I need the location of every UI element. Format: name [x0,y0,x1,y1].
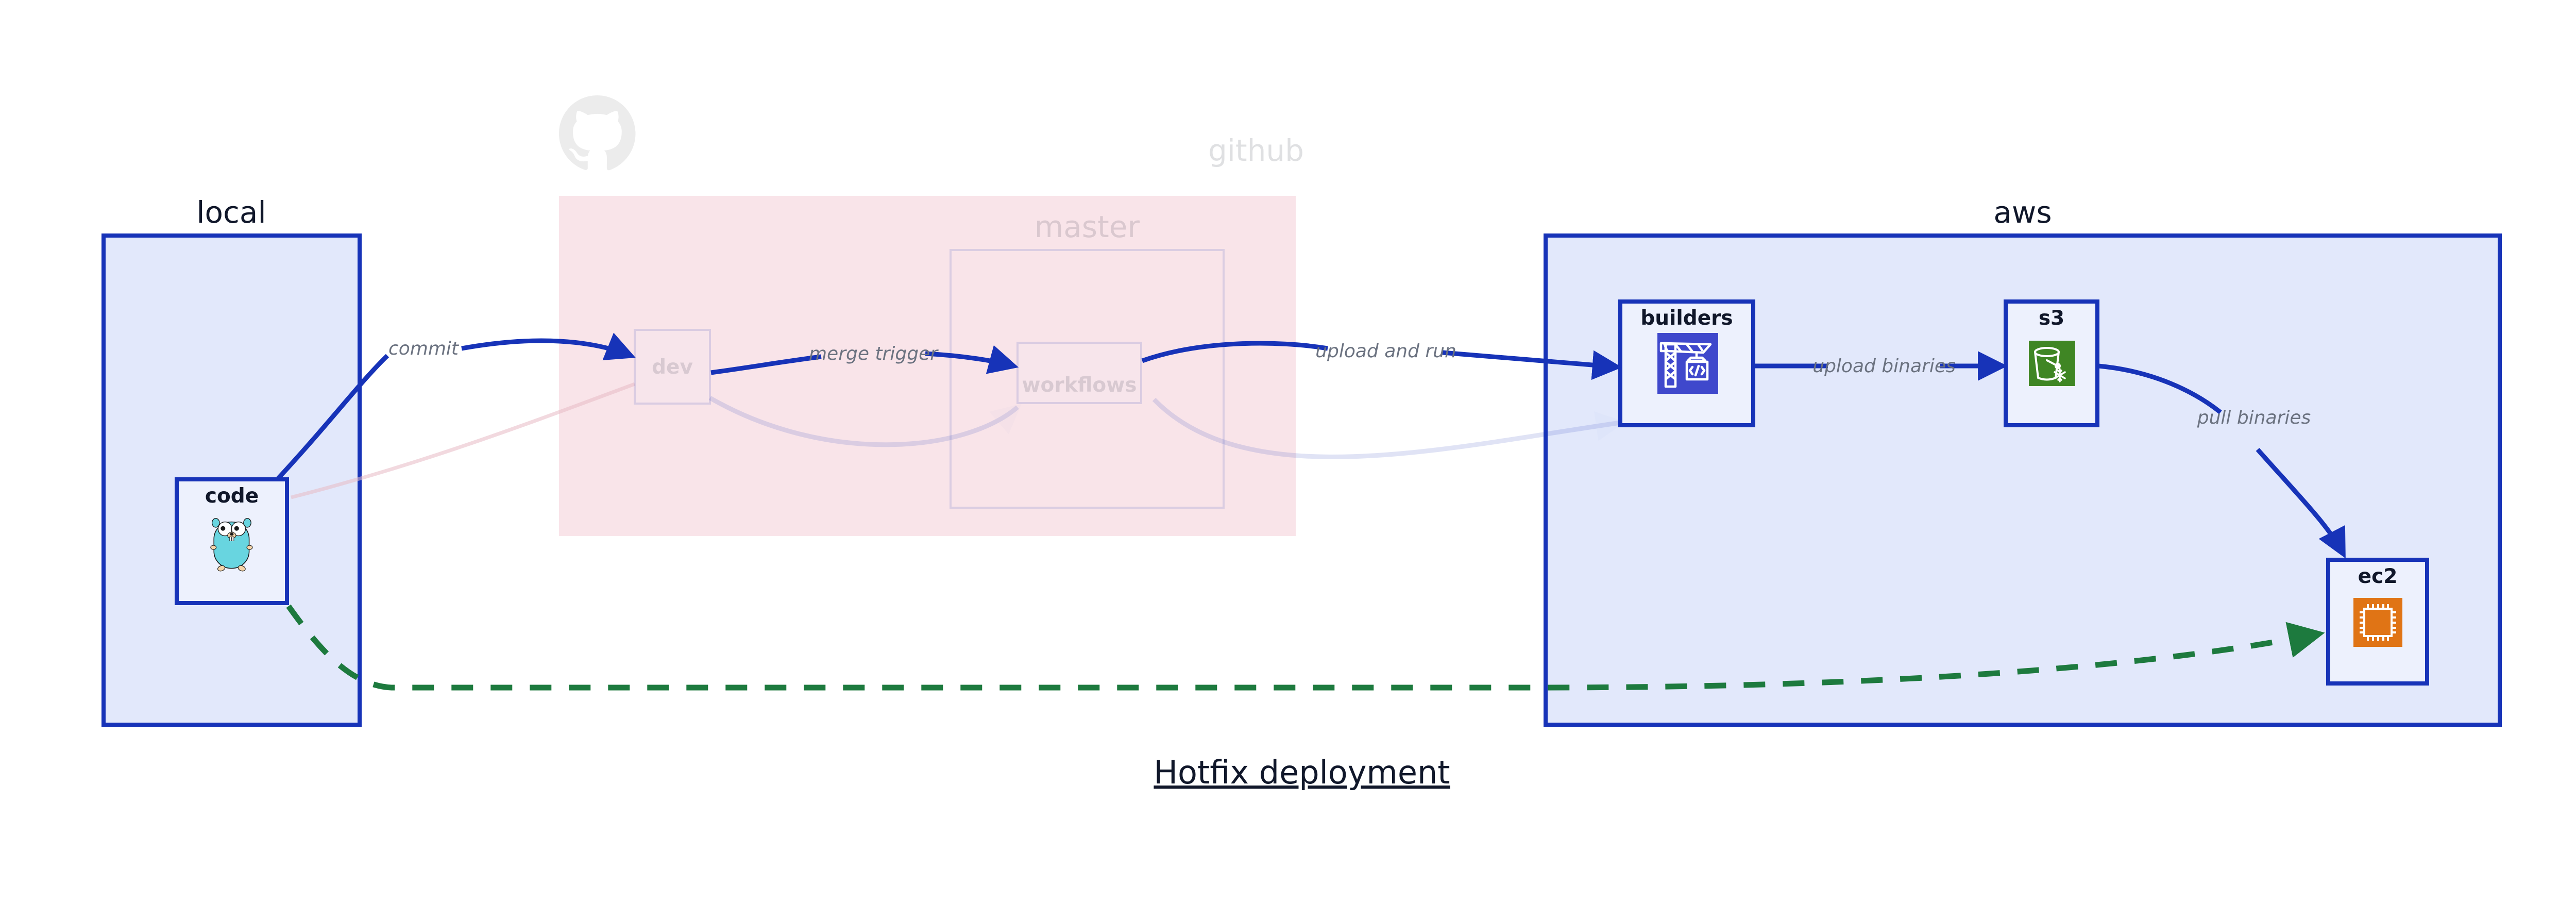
edge-dev-workflows: merge trigger [710,343,1019,375]
edge-code-dev: commit [276,332,636,480]
github-container-rect [559,196,1296,536]
edge-builders-s3: upload binaries [1754,351,2008,381]
master-container-rect [950,249,1225,509]
edge-code-dev-path-b [461,332,636,361]
local-group-label: local [196,195,266,230]
go-gopher-icon [210,518,253,572]
edge-code-dev-path-a [276,354,389,480]
node-builders[interactable]: builders [1618,299,1755,427]
code-node-label: code [205,485,259,508]
workflows-node-rect [1016,342,1142,404]
edge-label-upload-and-run: upload and run [1315,341,1456,362]
s3-node-label: s3 [2039,307,2064,330]
group-master: master [950,209,1225,509]
edge-dev-wf-path-b [925,345,1019,374]
edge-label-pull-binaries: pull binaries [2197,407,2311,428]
edge-code-ec2-hotfix [286,604,2325,691]
crane-code-icon [1657,333,1718,394]
cpu-chip-icon [2353,598,2402,647]
node-workflows[interactable]: workflows [1016,342,1142,404]
github-group-label: github [1208,133,1304,168]
builders-node-label: builders [1640,307,1733,330]
edge-label-upload-binaries: upload binaries [1812,356,1956,377]
diagram-title: Hotfix deployment [1154,754,1450,791]
workflows-node-label: workflows [1022,374,1137,397]
node-code[interactable]: code [175,477,289,605]
github-octocat-icon [559,95,636,171]
dev-node-label: dev [652,356,693,379]
edge-label-merge-trigger: merge trigger [809,343,939,364]
aws-group-label: aws [1993,195,2052,230]
edge-code-dev-faded [291,382,636,499]
node-s3[interactable]: s3 [2004,299,2099,427]
edge-code-ec2-path [286,604,2325,691]
dev-node-rect [634,329,711,405]
edge-label-commit: commit [388,338,460,359]
edge-s3-ec2-path-a [2098,363,2222,414]
s3-bucket-icon [2029,341,2075,386]
edge-workflows-builders-faded [1152,397,1626,459]
edge-dev-workflows-faded [708,396,1022,447]
ec2-node-label: ec2 [2358,565,2398,588]
faded-edges-layer [291,382,1626,499]
edge-s3-ec2-path-b [2256,448,2346,559]
edge-dev-wf-path-a [710,354,822,375]
edge-workflows-builders: upload and run [1141,341,1622,380]
group-github: github [559,95,1304,536]
edge-wf-builders-path-b [1442,350,1622,380]
edge-s3-ec2: pull binaries [2098,363,2346,559]
master-group-label: master [1035,209,1140,244]
node-dev[interactable]: dev [634,329,711,405]
node-ec2[interactable]: ec2 [2326,558,2429,686]
edge-wf-builders-path-a [1141,341,1328,363]
